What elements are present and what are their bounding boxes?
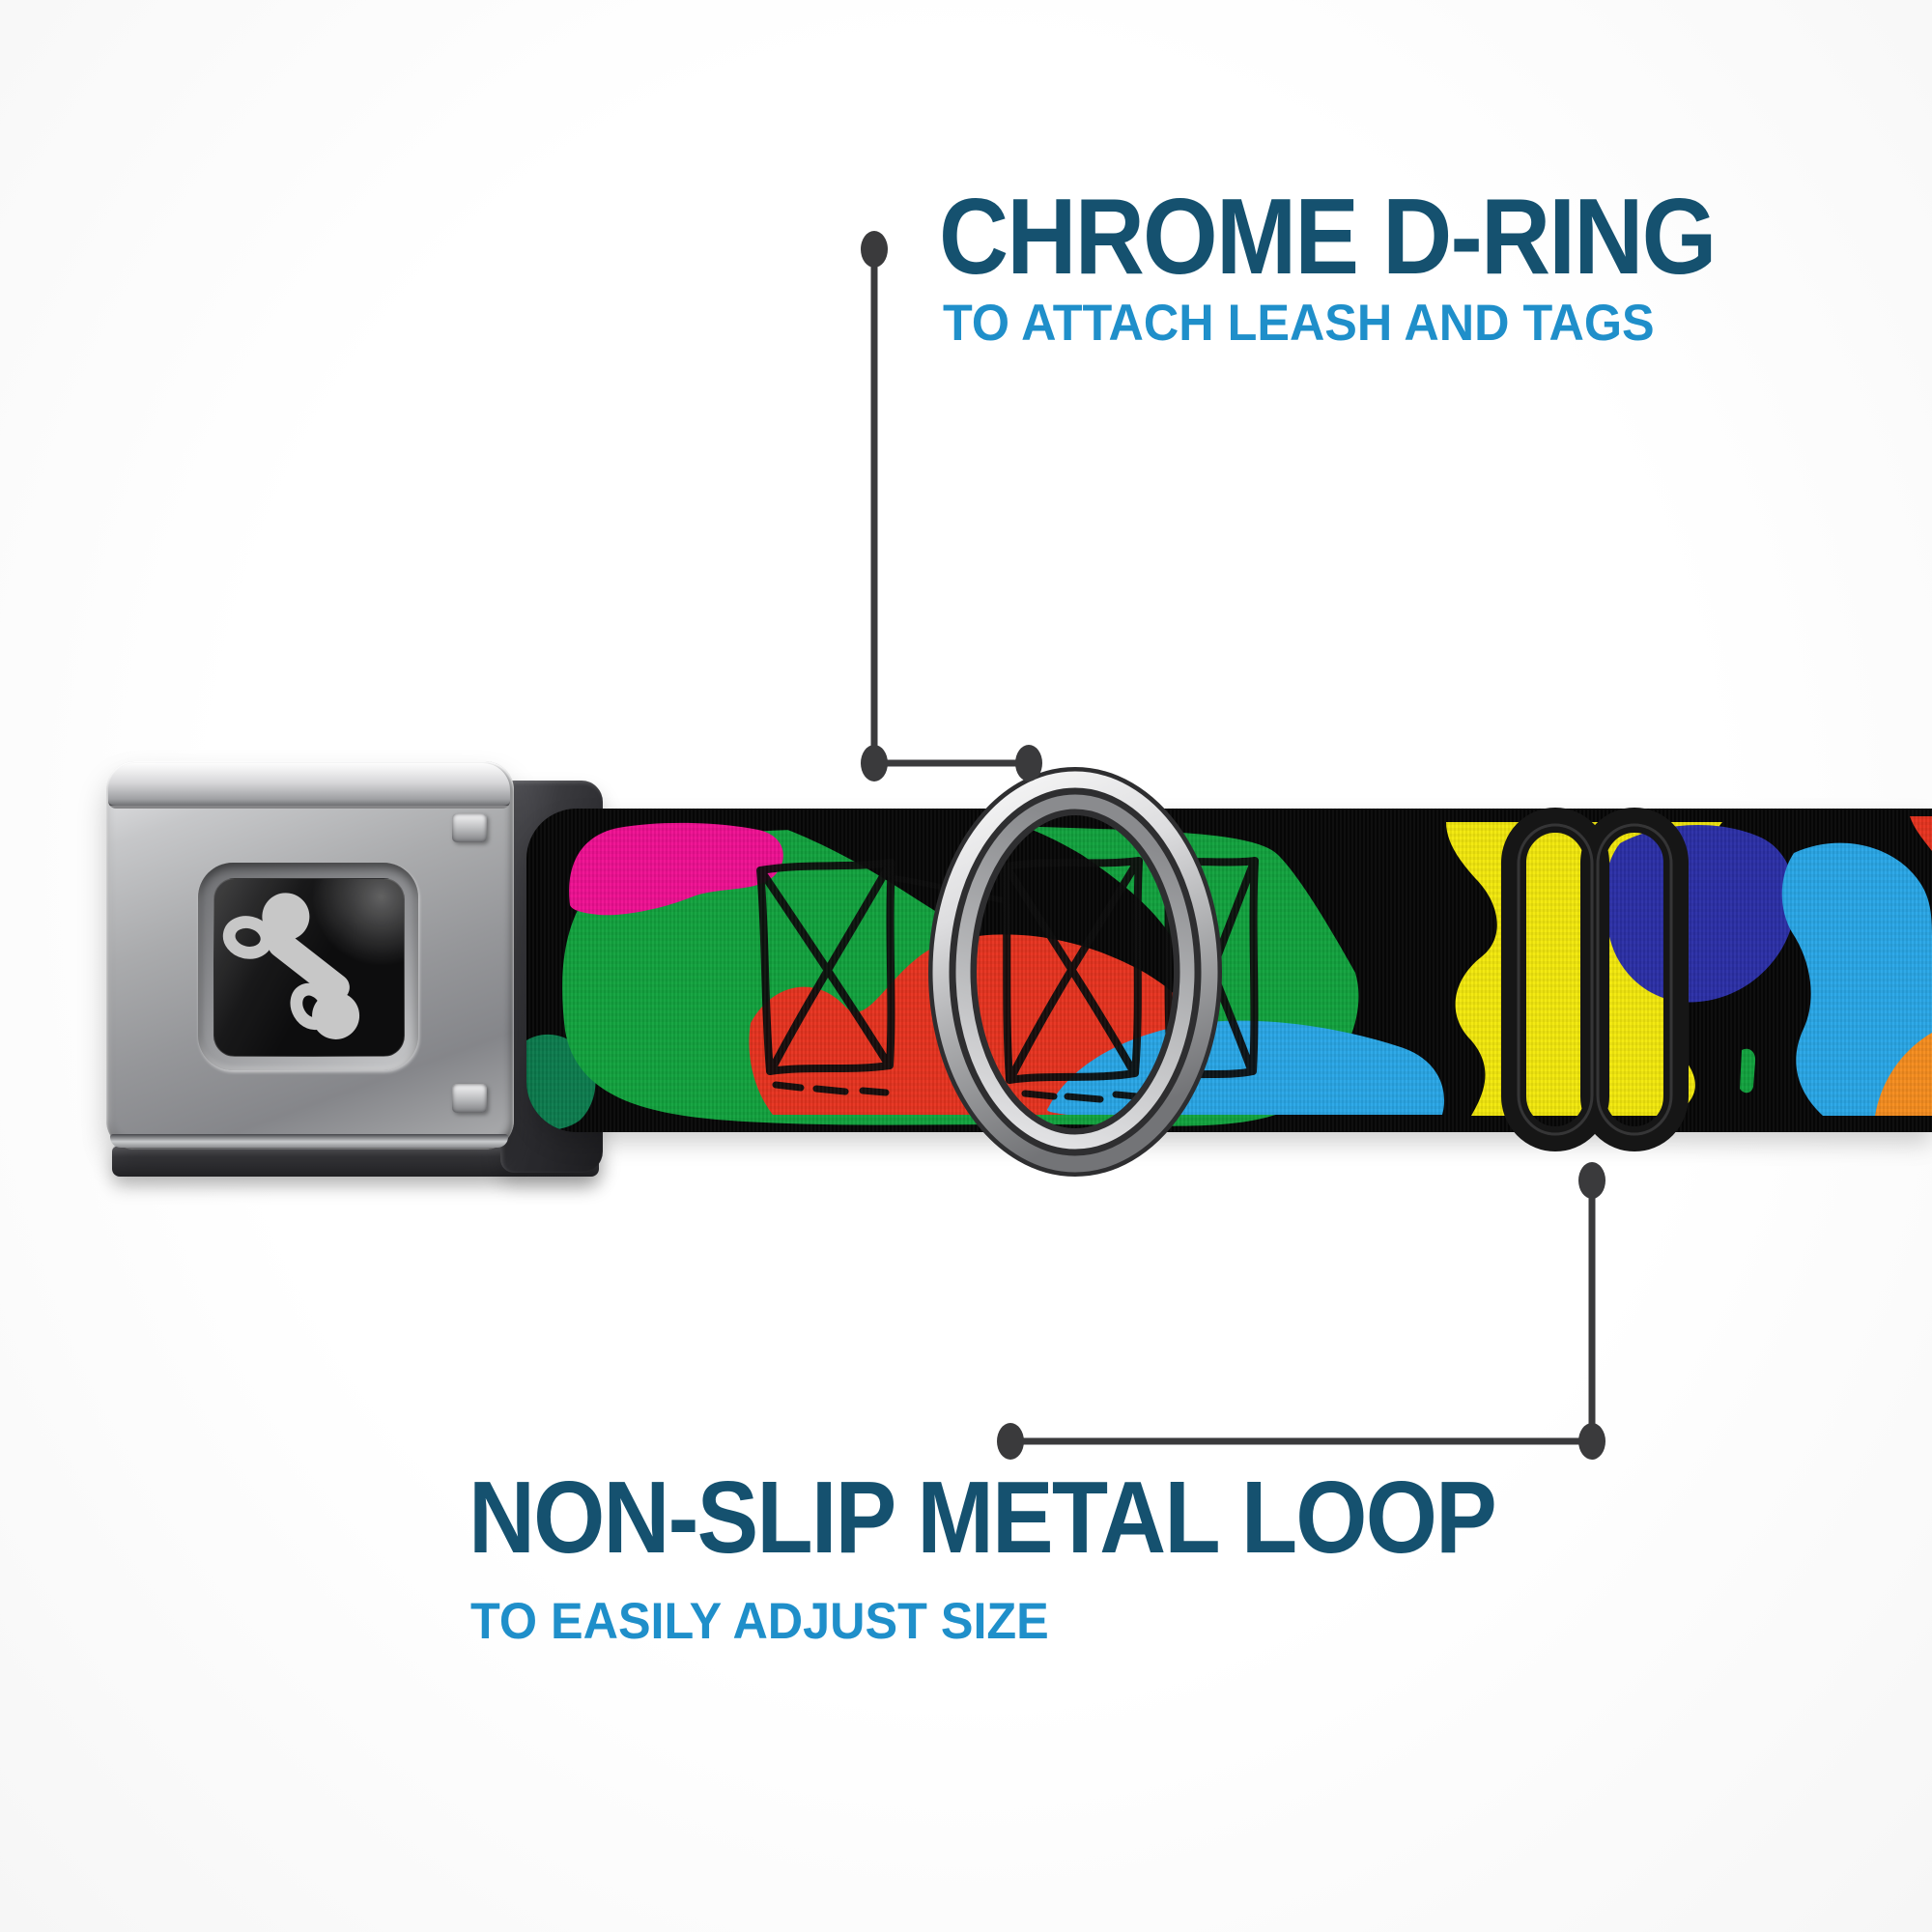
camo-red-corner [1910,816,1932,851]
seatbelt-buckle [106,761,514,1150]
slider-highlight [1517,823,1673,1136]
buckle-release-clip-bottom [452,1084,487,1113]
buckle-release-clip-top [452,813,487,842]
camo-orange-blob [1875,1033,1932,1116]
bottom-callout-line [1010,1180,1596,1445]
chrome-d-ring [928,767,1222,1177]
top-callout-dots [861,231,1042,781]
camo-pink-blob [569,822,783,916]
camo-royal-blob [1604,825,1796,1003]
camo-green-sliver [1740,1048,1756,1094]
bottom-callout-dots [997,1162,1605,1460]
top-callout-line [870,249,1029,767]
buckle-bottom-seam [110,1134,508,1148]
buckle-top-seam [108,763,510,809]
camo-sky-right-blob [1781,842,1932,1116]
buckle-recess [198,863,418,1070]
buckle-logo-face [213,878,405,1057]
sketch-doodles [756,857,1259,1103]
dog-bone-icon [222,893,360,1039]
